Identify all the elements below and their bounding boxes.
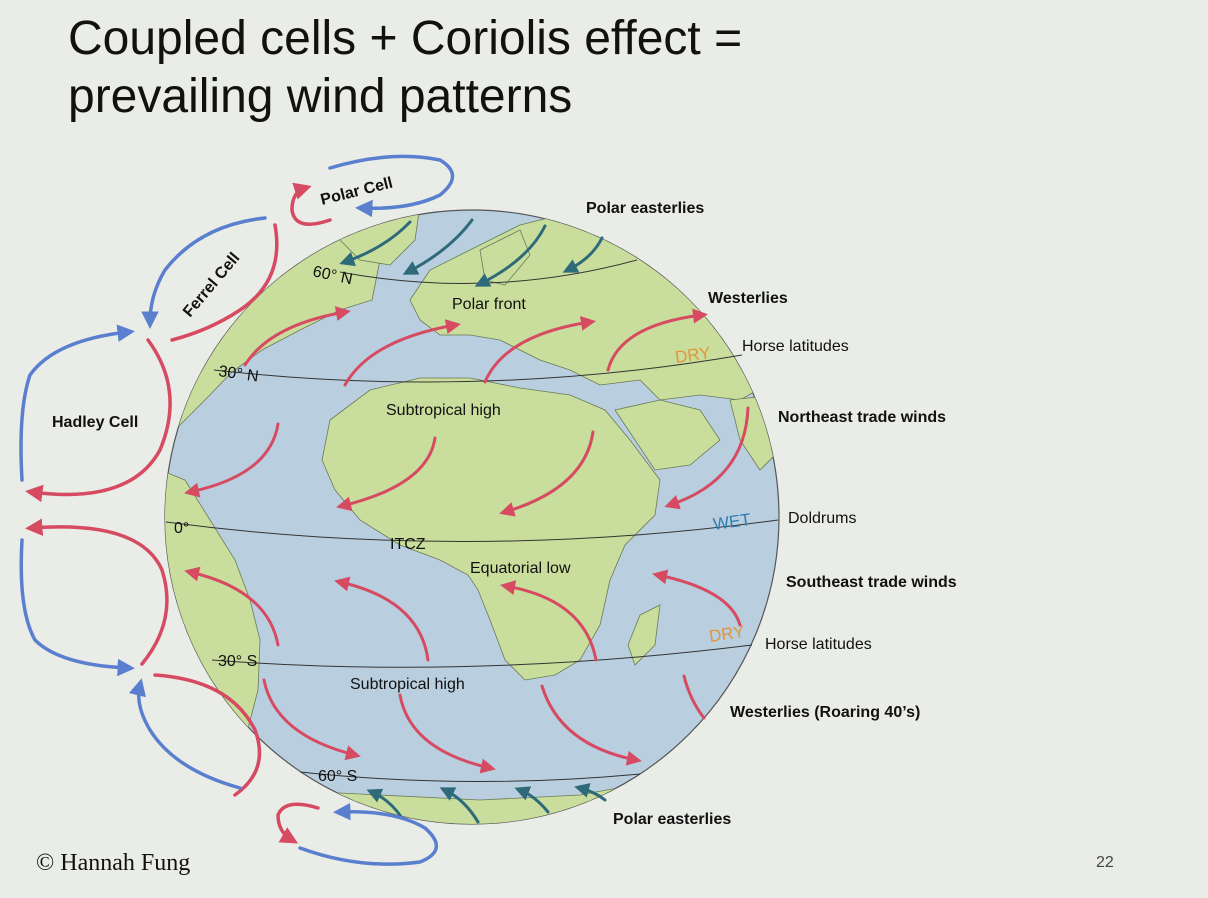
se-trade-arrow — [184, 566, 280, 647]
ne-trade-winds-label: Northeast trade winds — [778, 409, 946, 426]
westerly-arrow — [606, 308, 708, 372]
title-line-1: Coupled cells + Coriolis effect = — [68, 12, 743, 65]
circulation-cells — [19, 154, 455, 866]
lat-line-30n — [213, 354, 743, 383]
polar-cell-label: Polar Cell — [319, 175, 395, 209]
subtropical-high-south-label: Subtropical high — [350, 676, 465, 693]
horse-latitudes-south-label: Horse latitudes — [765, 636, 872, 653]
ferrel-cell-south-blue — [128, 678, 242, 790]
se-trade-arrow — [500, 580, 598, 662]
doldrums-label: Doldrums — [788, 510, 856, 527]
lat-label-60s: 60° S — [318, 768, 357, 785]
ferrel-cell-north-blue — [141, 216, 267, 329]
lat-line-equator — [165, 519, 779, 543]
polar-easterly-south-arrow — [366, 788, 404, 820]
subtropical-high-north-label: Subtropical high — [386, 402, 501, 419]
se-trade-winds-label: Southeast trade winds — [786, 574, 957, 591]
polar-easterlies-north-label: Polar easterlies — [586, 200, 704, 217]
polar-easterlies-south-label: Polar easterlies — [613, 811, 731, 828]
westerly-arrow — [343, 319, 461, 387]
westerlies-north-label: Westerlies — [708, 290, 788, 307]
hadley-cell-north-red — [25, 338, 172, 503]
lat-label-equator: 0° — [174, 520, 189, 537]
equatorial-low-label: Equatorial low — [470, 560, 571, 577]
lat-line-60s — [299, 771, 641, 783]
horse-latitudes-north-label: Horse latitudes — [742, 338, 849, 355]
ne-trade-arrow — [664, 406, 750, 510]
hadley-cell-label: Hadley Cell — [52, 414, 138, 431]
madagascar-land — [627, 604, 661, 666]
ne-trade-arrow — [336, 436, 437, 512]
hadley-cell-south-red — [25, 518, 169, 666]
polar-easterly-arrow — [339, 220, 412, 267]
ferrel-cell-north-red — [170, 223, 279, 342]
westerly-south-arrow — [262, 678, 361, 761]
polar-easterly-south-arrow — [574, 783, 607, 802]
polar-front-label: Polar front — [452, 296, 526, 313]
polar-cell-south-red — [276, 802, 320, 844]
ne-trade-arrow — [499, 430, 595, 517]
se-trade-arrow — [334, 576, 430, 662]
polar-easterly-arrow — [562, 236, 604, 273]
page-number: 22 — [1096, 854, 1114, 871]
globe: 60° N 30° N 0° 30° S 60° S Polar front S… — [164, 209, 780, 825]
hadley-cell-north-blue — [19, 324, 135, 482]
dry-south-label: DRY — [708, 622, 746, 646]
westerlies-south-label: Westerlies (Roaring 40’s) — [730, 704, 920, 721]
polar-easterly-south-arrow — [439, 787, 480, 824]
lat-label-30n: 30° N — [217, 363, 259, 385]
westerly-south-arrow — [540, 684, 642, 766]
lat-label-30s: 30° S — [218, 653, 257, 670]
dry-north-label: DRY — [674, 343, 712, 367]
polar-easterly-arrow — [402, 218, 474, 275]
ferrel-cell-label: Ferrel Cell — [180, 250, 243, 321]
ne-trade-arrow — [184, 422, 280, 498]
latitude-lines — [165, 259, 779, 783]
polar-easterly-south-arrow — [514, 786, 550, 814]
westerly-south-arrow — [682, 674, 706, 720]
hadley-cell-south-blue — [19, 538, 135, 677]
westerly-south-arrow — [398, 693, 496, 774]
westerly-arrow — [243, 306, 351, 367]
ferrel-cell-south-red — [153, 673, 262, 797]
itcz-label: ITCZ — [390, 536, 426, 553]
polar-cell-north-red — [290, 182, 332, 226]
globe-wind-arrows — [184, 218, 750, 824]
arabia-land — [614, 399, 721, 471]
se-trade-arrow — [652, 569, 742, 627]
title-line-2: prevailing wind patterns — [68, 70, 573, 123]
polar-easterly-arrow — [474, 224, 547, 287]
lat-line-30s — [211, 644, 753, 668]
westerly-arrow — [483, 315, 596, 384]
copyright-notice: © Hannah Fung — [36, 850, 191, 876]
polar-cell-north-blue — [328, 154, 455, 218]
slide-title: Coupled cells + Coriolis effect = prevai… — [68, 10, 1068, 126]
polar-cell-south-blue — [298, 802, 438, 866]
